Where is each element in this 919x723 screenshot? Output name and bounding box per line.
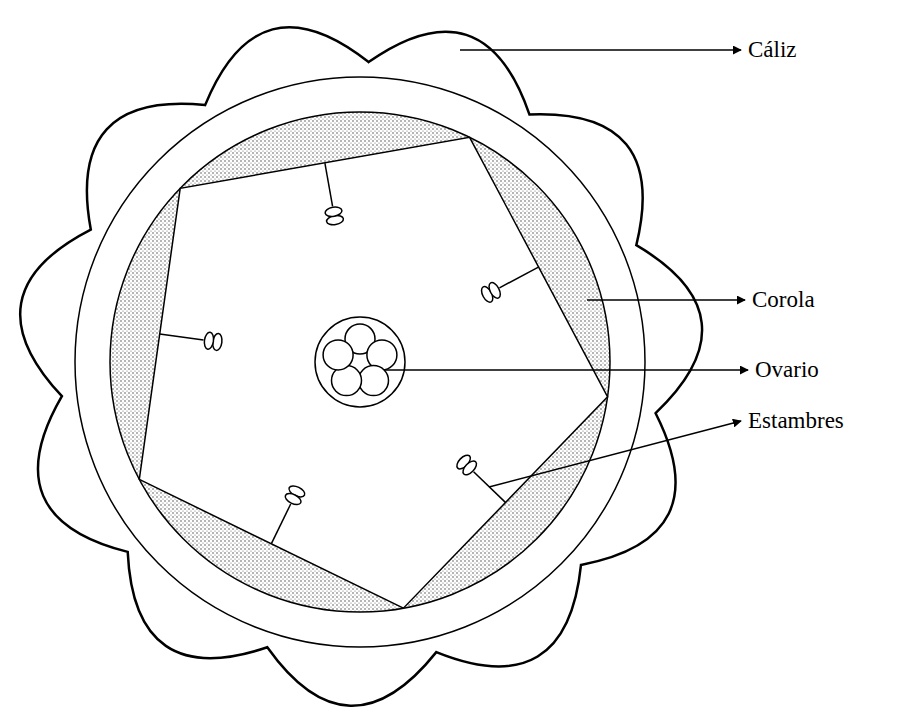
- stamen-filament: [325, 163, 333, 206]
- part-label: Corola: [752, 287, 815, 312]
- stamen-filament: [160, 334, 204, 340]
- stamens: [160, 163, 539, 544]
- leader-lines: [385, 50, 748, 487]
- calyx-circle: [75, 77, 645, 647]
- stamen-anther: [324, 206, 344, 226]
- ovule: [323, 340, 353, 370]
- stamen-anther: [479, 281, 502, 304]
- leader-arrow: [460, 49, 741, 51]
- corolla-band: [110, 112, 610, 612]
- leader-arrow: [385, 369, 748, 371]
- part-label: Ovario: [755, 357, 819, 382]
- leader-arrow: [587, 299, 745, 301]
- leader-arrow: [489, 421, 741, 487]
- stamen-anther: [454, 453, 478, 477]
- stamen-filament: [500, 267, 539, 288]
- ovary-wall: [315, 317, 405, 407]
- stamen-anther: [203, 332, 223, 351]
- corolla-circle: [110, 112, 610, 612]
- ovule: [359, 366, 389, 396]
- stamen-filament: [271, 504, 290, 544]
- ovary: [315, 317, 405, 407]
- corolla-pentagon: [139, 137, 607, 608]
- calyx-outline: [20, 27, 702, 706]
- part-label: Cáliz: [748, 37, 797, 62]
- part-label: Estambres: [748, 408, 844, 433]
- stamen-anther: [284, 484, 307, 507]
